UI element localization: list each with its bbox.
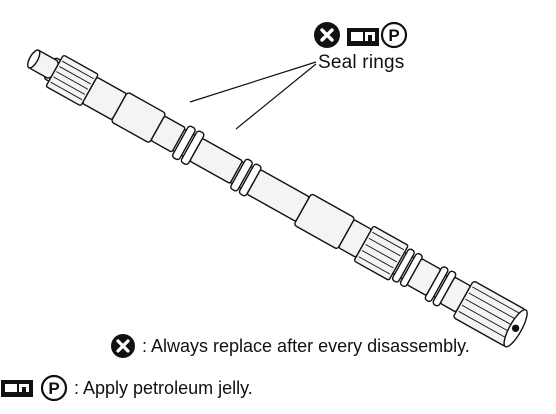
- petroleum-jelly-container-icon: [1, 380, 33, 397]
- callout-symbols: P: [314, 21, 408, 49]
- circled-p-icon: P: [40, 374, 68, 402]
- middle-spline: [353, 225, 409, 281]
- legend-replace-text: : Always replace after every disassembly…: [142, 335, 470, 356]
- circled-p-icon: P: [380, 21, 408, 49]
- seal-ring-4: [424, 266, 457, 307]
- seal-ring-1: [171, 125, 205, 166]
- circled-x-icon: [314, 22, 340, 48]
- callout-leaders: [189, 61, 317, 130]
- petroleum-jelly-container-icon: [347, 28, 379, 46]
- legend-replace: : Always replace after every disassembly…: [110, 333, 470, 359]
- circled-x-icon: [111, 334, 135, 358]
- left-spline: [45, 54, 99, 106]
- legend-jelly: P : Apply petroleum jelly.: [0, 374, 253, 402]
- svg-text:P: P: [388, 26, 399, 45]
- svg-text:P: P: [48, 379, 59, 398]
- seal-rings-label: Seal rings: [318, 52, 405, 73]
- legend-jelly-text: : Apply petroleum jelly.: [74, 377, 253, 398]
- shaft: [27, 49, 528, 348]
- right-spline: [453, 281, 528, 348]
